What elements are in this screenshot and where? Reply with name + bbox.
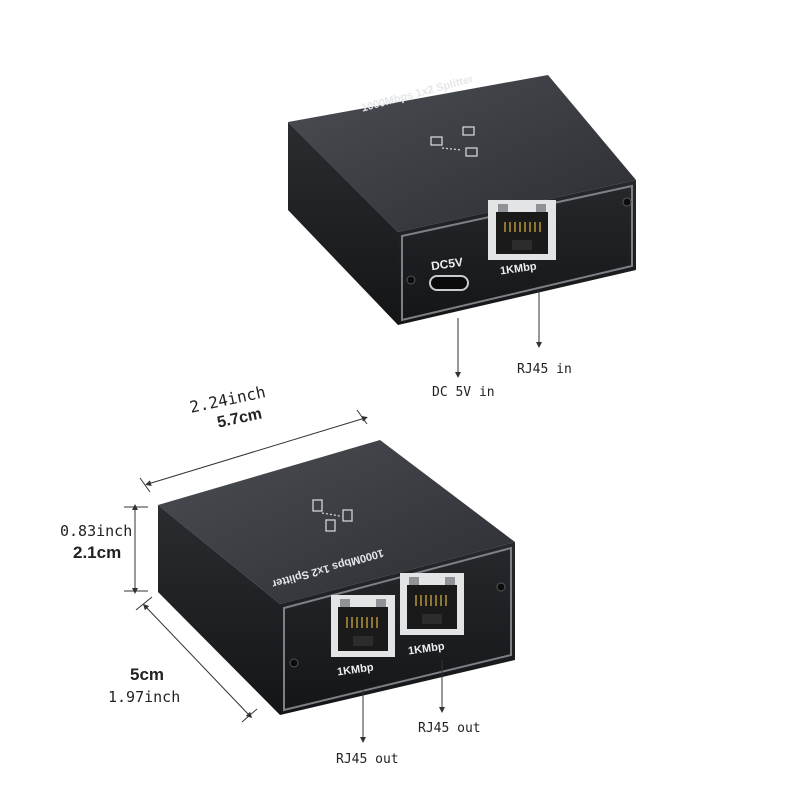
- width-dimension-line: [142, 603, 253, 719]
- height-cm-label: 2.1cm: [73, 543, 122, 562]
- bottom-device-front-bezel: [283, 546, 512, 712]
- length-dimension-line: [145, 416, 368, 486]
- rj45-out-right-label: RJ45 out: [418, 721, 481, 736]
- width-cm-label: 5cm: [130, 665, 165, 684]
- screw-icon: [496, 582, 506, 592]
- top-device-side-face: [288, 122, 398, 325]
- screw-icon: [622, 197, 632, 207]
- top-splitter-device: [288, 75, 636, 325]
- dimension-lines: [124, 409, 368, 723]
- network-topology-icon: [430, 126, 478, 157]
- width-inch-label: 1.97inch: [108, 688, 181, 706]
- callout-lines: [360, 290, 542, 743]
- rj45-out-left-label: RJ45 out: [336, 752, 399, 767]
- dc-in-label: DC 5V in: [432, 385, 495, 400]
- screw-icon: [406, 275, 416, 285]
- usb-c-port: [429, 275, 469, 291]
- height-inch-label: 0.83inch: [60, 522, 133, 540]
- rj45-in-label: RJ45 in: [517, 362, 572, 377]
- top-device-top-face: [288, 75, 636, 232]
- network-topology-icon: [312, 499, 353, 532]
- screw-icon: [289, 658, 299, 668]
